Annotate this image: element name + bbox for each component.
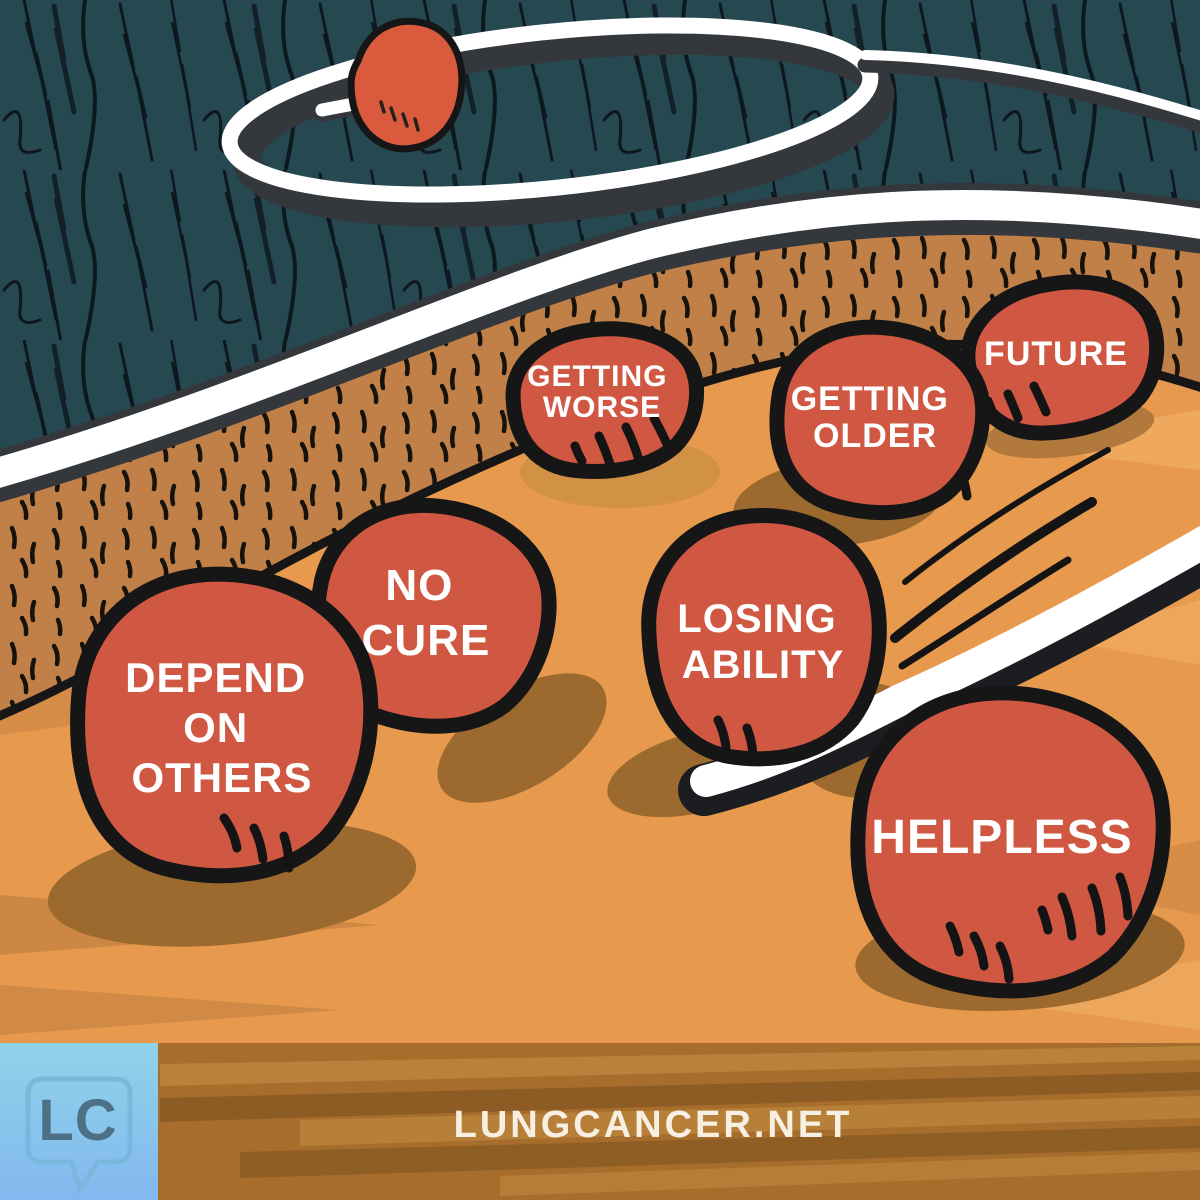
bubble-shadow xyxy=(437,673,607,803)
fear-bubble-future: FUTURE xyxy=(957,268,1169,447)
bubble-label: GETTING WORSE xyxy=(527,360,677,424)
bubble-hatch-marks xyxy=(713,715,758,760)
bubble-label: LOSING ABILITY xyxy=(677,597,848,687)
fear-bubble-losing-ability: LOSING ABILITY xyxy=(643,509,886,764)
arena-edge-swoosh xyxy=(0,182,1200,508)
fear-bubble-getting-worse: GETTING WORSE xyxy=(509,323,702,477)
bubble-label: DEPEND ON OTHERS xyxy=(125,654,319,801)
speech-bubble-icon xyxy=(25,1076,133,1195)
fear-bubble-getting-older: GETTING OLDER xyxy=(768,318,991,523)
bubble-hatch-marks xyxy=(219,813,294,873)
lasso-tail-shadow xyxy=(857,57,1200,134)
footer-bar: LUNGCANCER.NET LC xyxy=(0,1043,1200,1200)
fear-bubble-depend-on-others: DEPEND ON OTHERS xyxy=(72,569,375,881)
bubble-label: HELPLESS xyxy=(871,811,1132,864)
fear-bubble-helpless: HELPLESS xyxy=(848,683,1173,1001)
bubble-label: GETTING OLDER xyxy=(791,380,960,455)
rope-knot xyxy=(312,17,466,153)
fear-bubble-no-cure: NO CURE xyxy=(303,491,562,741)
lc-logo: LC xyxy=(0,1043,158,1200)
bubble-hatch-marks xyxy=(570,413,674,469)
knot-hatch-marks xyxy=(379,100,420,132)
bubble-hatch-marks xyxy=(945,872,1133,984)
website-wordmark: LUNGCANCER.NET xyxy=(454,1104,853,1146)
footer-streaks xyxy=(160,1046,1200,1196)
logo-text: LC xyxy=(38,1088,117,1153)
knot-ball xyxy=(347,17,466,153)
bubble-label: FUTURE xyxy=(984,335,1128,373)
bubble-label: NO CURE xyxy=(362,561,491,665)
lasso-tail-strand xyxy=(860,50,1200,121)
lasso-rope xyxy=(221,17,1200,228)
swoosh-highlight xyxy=(0,189,1200,488)
lasso-loop-strand xyxy=(221,17,879,203)
